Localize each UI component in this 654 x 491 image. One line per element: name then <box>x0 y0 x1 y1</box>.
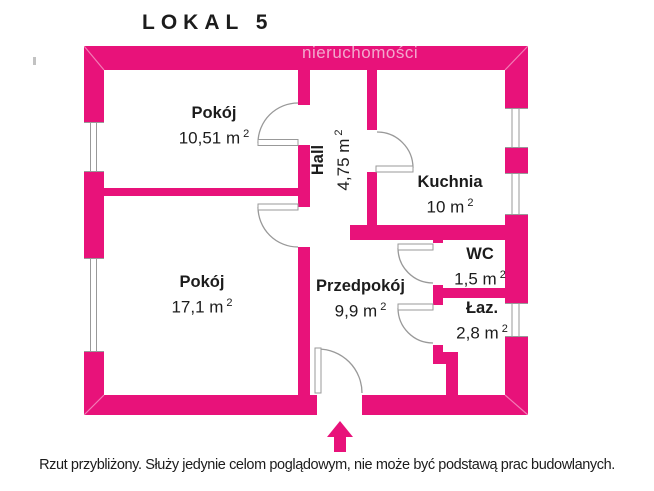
wall-top <box>84 46 528 70</box>
entrance-arrow-icon <box>327 421 353 452</box>
watermark: nieruchomości <box>302 43 419 62</box>
window-kuchnia-lower <box>505 173 528 215</box>
room-name-przedpokoj: Przedpokój <box>316 277 405 295</box>
miter-bottom-left <box>83 394 105 416</box>
room-name-wc: WC <box>466 245 494 263</box>
wall-hall-kuchnia-upper <box>367 70 377 130</box>
window-kuchnia-upper <box>505 108 528 148</box>
wall-hall-pokoj1-upper <box>298 70 310 105</box>
wall-laz-left-lower <box>433 345 443 352</box>
entrance-opening <box>317 395 362 415</box>
wall-bottom <box>84 395 528 415</box>
door-entrance <box>314 347 363 394</box>
miter-bottom-right <box>504 394 529 416</box>
door-lazienka <box>397 303 434 344</box>
wall-between-pokoje <box>104 188 298 196</box>
room-name-pokoj1: Pokój <box>191 104 237 122</box>
window-pokoj2 <box>84 258 104 352</box>
room-name-hall: Hall <box>309 144 328 176</box>
wall-laz-jog-vertical <box>446 364 458 395</box>
miter-top-left <box>83 45 105 71</box>
wall-przedpokoj-pokoj2 <box>298 247 310 395</box>
miter-top-right <box>504 45 529 71</box>
room-name-kuchnia: Kuchnia <box>417 173 483 191</box>
wall-laz-jog-horizontal <box>433 352 458 364</box>
room-name-pokoj2: Pokój <box>179 273 225 291</box>
door-wc <box>397 243 434 284</box>
plan-title: LOKAL 5 <box>142 11 274 34</box>
window-lazienka <box>505 303 528 337</box>
window-pokoj1 <box>84 122 104 172</box>
door-pokoj2 <box>257 203 299 248</box>
door-pokoj1 <box>257 102 299 146</box>
door-kuchnia <box>375 131 414 173</box>
stray-mark <box>33 57 36 65</box>
wall-wc-stub <box>433 240 443 243</box>
wall-hall-kuchnia-lower <box>367 172 377 225</box>
wall-wc-laz-left <box>433 285 443 305</box>
room-area-hall: 4,75 m2 <box>333 129 353 191</box>
wall-wc-laz-divider <box>443 288 505 298</box>
disclaimer-caption: Rzut przybliżony. Służy jedynie celom po… <box>39 457 615 473</box>
room-name-lazienka: Łaz. <box>465 299 499 317</box>
wall-hall-pokoj1-lower <box>298 145 310 207</box>
wall-below-kuchnia <box>350 225 505 240</box>
room-label-hall: Hall 4,75 m2 <box>308 95 354 225</box>
